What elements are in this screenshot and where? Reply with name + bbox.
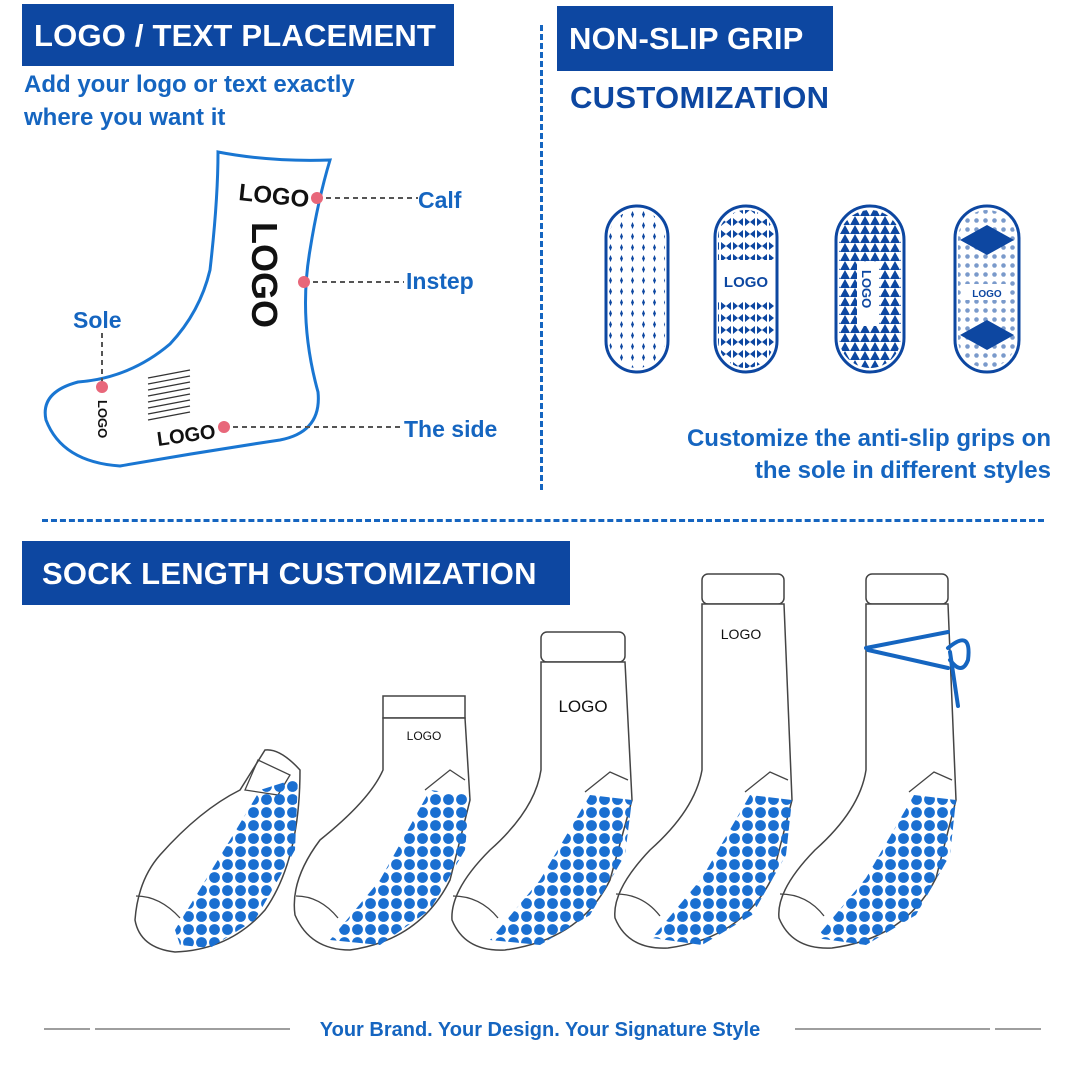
placement-desc-line1: Add your logo or text exactly	[24, 71, 355, 98]
grip-pads: LOGO LOGO LOGO	[604, 204, 1021, 374]
ankle-sock-logo: LOGO	[407, 729, 442, 743]
knee-high-sock-logo: LOGO	[721, 626, 762, 642]
sole-logo: LOGO	[95, 400, 110, 438]
instep-logo: LOGO	[244, 222, 285, 328]
placement-sock-illustration: LOGO LOGO LOGO LOGO	[43, 150, 418, 468]
placement-banner: LOGO / TEXT PLACEMENT	[22, 4, 454, 66]
grip-subtitle: CUSTOMIZATION	[570, 80, 830, 115]
calf-pin	[311, 192, 323, 204]
length-banner: SOCK LENGTH CUSTOMIZATION	[22, 541, 570, 605]
footer-line-right-b	[995, 1028, 1041, 1030]
grip-desc-line1: Customize the anti-slip grips on	[686, 425, 1051, 452]
horizontal-divider	[42, 519, 1044, 522]
grip-desc-line2: the sole in different styles	[754, 457, 1051, 484]
sole-pin	[96, 381, 108, 393]
label-calf: Calf	[418, 187, 462, 213]
label-side: The side	[404, 416, 498, 442]
no-show-sock	[134, 749, 301, 953]
tie-strap-sock	[778, 573, 971, 949]
instep-pin	[298, 276, 310, 288]
crew-sock: LOGO	[451, 631, 633, 951]
footer-line-right-a	[795, 1028, 990, 1030]
placement-desc-line2: where you want it	[24, 104, 226, 131]
label-sole: Sole	[73, 307, 122, 333]
ankle-sock: LOGO	[293, 695, 471, 951]
pad4-logo: LOGO	[972, 289, 1002, 300]
label-instep: Instep	[406, 268, 474, 294]
pad2-logo: LOGO	[724, 274, 768, 291]
grip-banner: NON-SLIP GRIP	[557, 6, 833, 71]
crew-sock-logo: LOGO	[558, 697, 607, 716]
footer-line-left-b	[95, 1028, 290, 1030]
knee-high-sock: LOGO	[614, 573, 793, 949]
tie-strap	[864, 630, 971, 708]
pad3-logo: LOGO	[859, 270, 874, 308]
footer-tagline: Your Brand. Your Design. Your Signature …	[319, 1019, 761, 1041]
side-pin	[218, 421, 230, 433]
vertical-divider	[540, 25, 543, 490]
footer-line-left-a	[44, 1028, 90, 1030]
